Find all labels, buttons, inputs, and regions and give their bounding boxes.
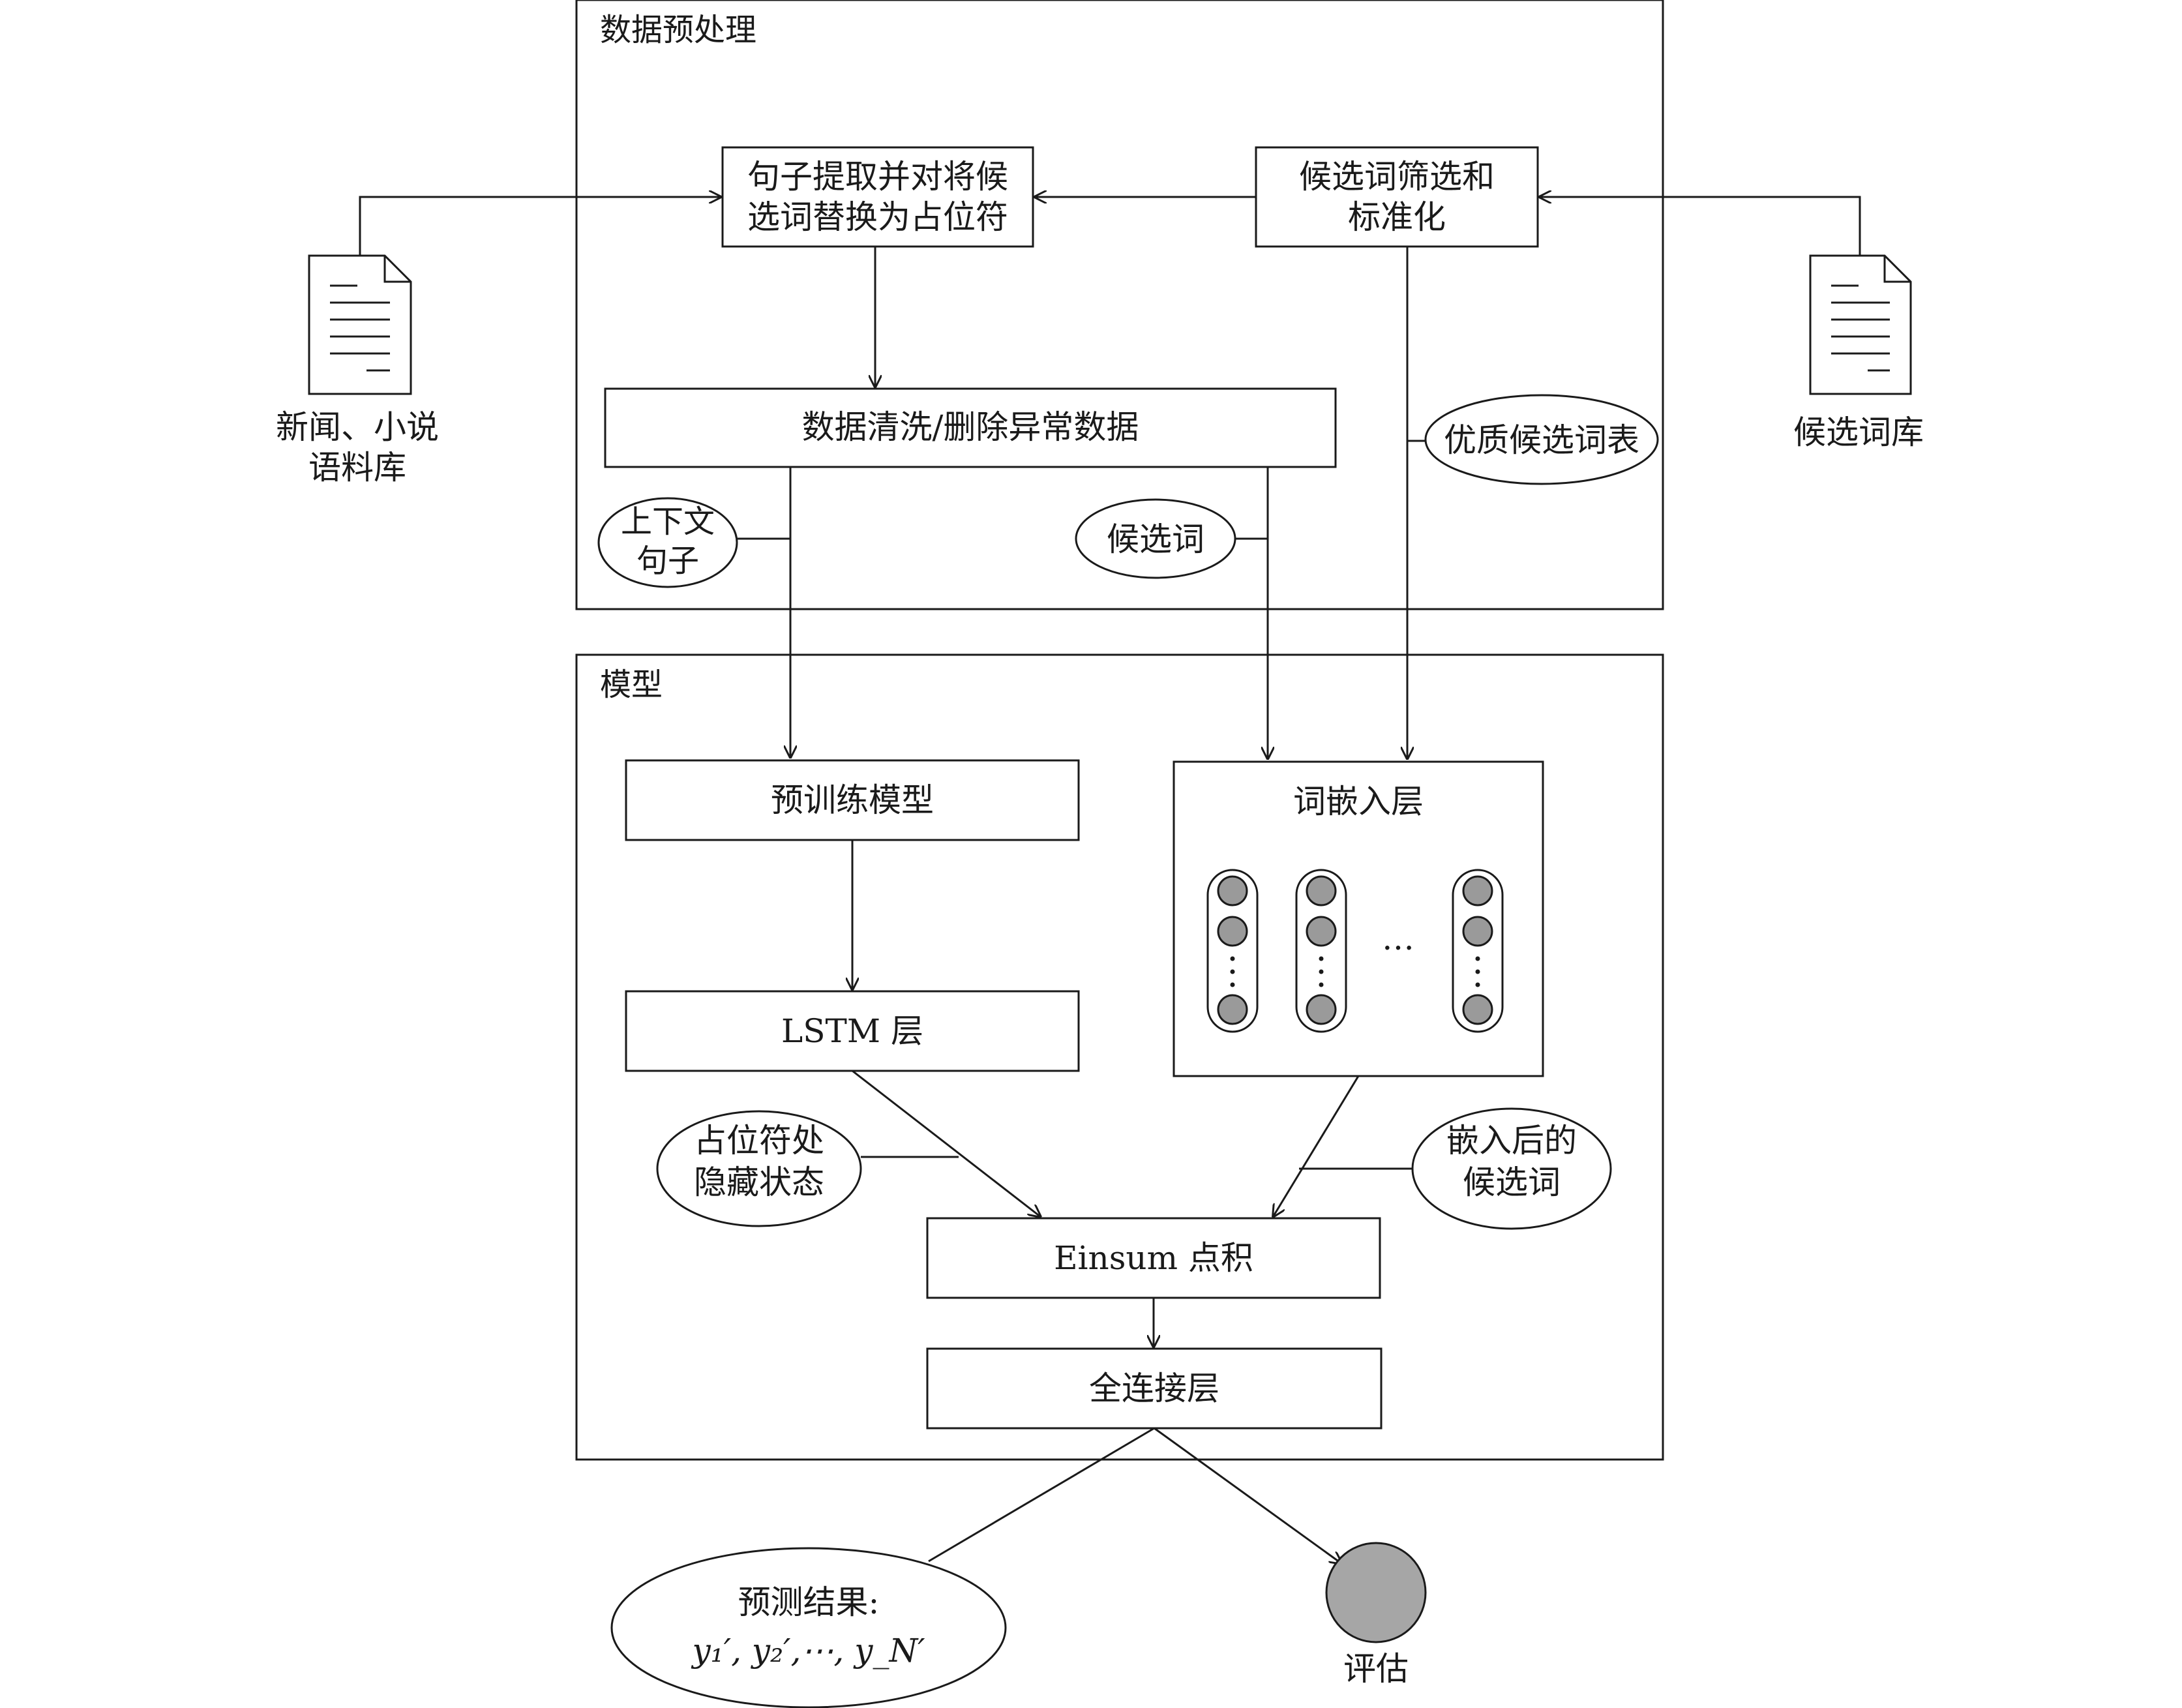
corpus-label-line2: 语料库 — [308, 449, 406, 487]
embedding-layer-label: 词嵌入层 — [1293, 783, 1424, 820]
dense-layer-label: 全连接层 — [1089, 1370, 1219, 1407]
embedded-candidates-line1: 嵌入后的 — [1446, 1122, 1577, 1160]
lstm-to-einsum-arrow — [852, 1070, 1041, 1217]
clean-box-label: 数据清洗/删除异常数据 — [802, 408, 1139, 446]
model-panel-title: 模型 — [600, 667, 663, 703]
extract-box-line2: 选词替换为占位符 — [747, 198, 1008, 236]
evaluate-node — [1325, 1542, 1427, 1643]
hidden-state-line1: 占位符处 — [694, 1122, 824, 1160]
candidate-lib-to-filter-arrow — [1539, 197, 1861, 256]
dense-to-prediction-line — [928, 1427, 1155, 1563]
evaluate-label: 评估 — [1343, 1650, 1409, 1688]
context-sentence-line2: 句子 — [636, 543, 699, 579]
pretrained-model-label: 预训练模型 — [771, 781, 934, 819]
lstm-label: LSTM 层 — [781, 1012, 923, 1050]
embedding-vector-1 — [1206, 869, 1259, 1033]
prediction-formula: y₁′, y₂′,⋯, y_N′ — [691, 1632, 925, 1670]
hidden-state-line2: 隐藏状态 — [694, 1163, 824, 1201]
prediction-ellipse — [610, 1547, 1007, 1708]
corpus-to-extract-arrow — [359, 197, 721, 256]
preprocess-panel — [575, 0, 1664, 610]
candidate-lib-document-icon — [1809, 254, 1912, 395]
quality-candidates-label: 优质候选词表 — [1444, 421, 1639, 459]
embedding-vector-n — [1452, 869, 1504, 1033]
clean-box — [604, 387, 1337, 468]
embedding-ellipsis: … — [1382, 920, 1414, 957]
quality-candidates-ellipse — [1424, 394, 1659, 485]
embedding-vector-2 — [1295, 869, 1347, 1033]
candidate-label: 候选词 — [1107, 520, 1204, 558]
pretrained-model-box — [625, 759, 1080, 841]
prediction-title: 预测结果: — [738, 1583, 880, 1621]
extract-box — [721, 146, 1034, 248]
filter-box-line1: 候选词筛选和 — [1299, 158, 1495, 196]
einsum-label: Einsum 点积 — [1054, 1239, 1253, 1277]
dense-to-evaluate-arrow — [1154, 1427, 1342, 1564]
context-sentence-line1: 上下文 — [621, 503, 715, 540]
hidden-state-ellipse — [656, 1110, 862, 1227]
embedding-to-einsum-arrow — [1273, 1075, 1360, 1217]
context-sentence-ellipse — [597, 497, 738, 588]
preprocess-panel-title: 数据预处理 — [600, 12, 756, 48]
extract-box-line1: 句子提取并对将候 — [747, 158, 1008, 196]
candidate-lib-label: 候选词库 — [1793, 413, 1924, 451]
embedded-candidates-line2: 候选词 — [1463, 1163, 1561, 1201]
filter-box-line2: 标准化 — [1348, 198, 1446, 236]
model-panel — [575, 653, 1664, 1461]
dense-layer-box — [926, 1347, 1382, 1430]
einsum-box — [926, 1217, 1381, 1299]
corpus-document-icon — [308, 254, 412, 395]
lstm-box — [625, 990, 1080, 1072]
corpus-label-line1: 新闻、小说 — [276, 408, 439, 446]
